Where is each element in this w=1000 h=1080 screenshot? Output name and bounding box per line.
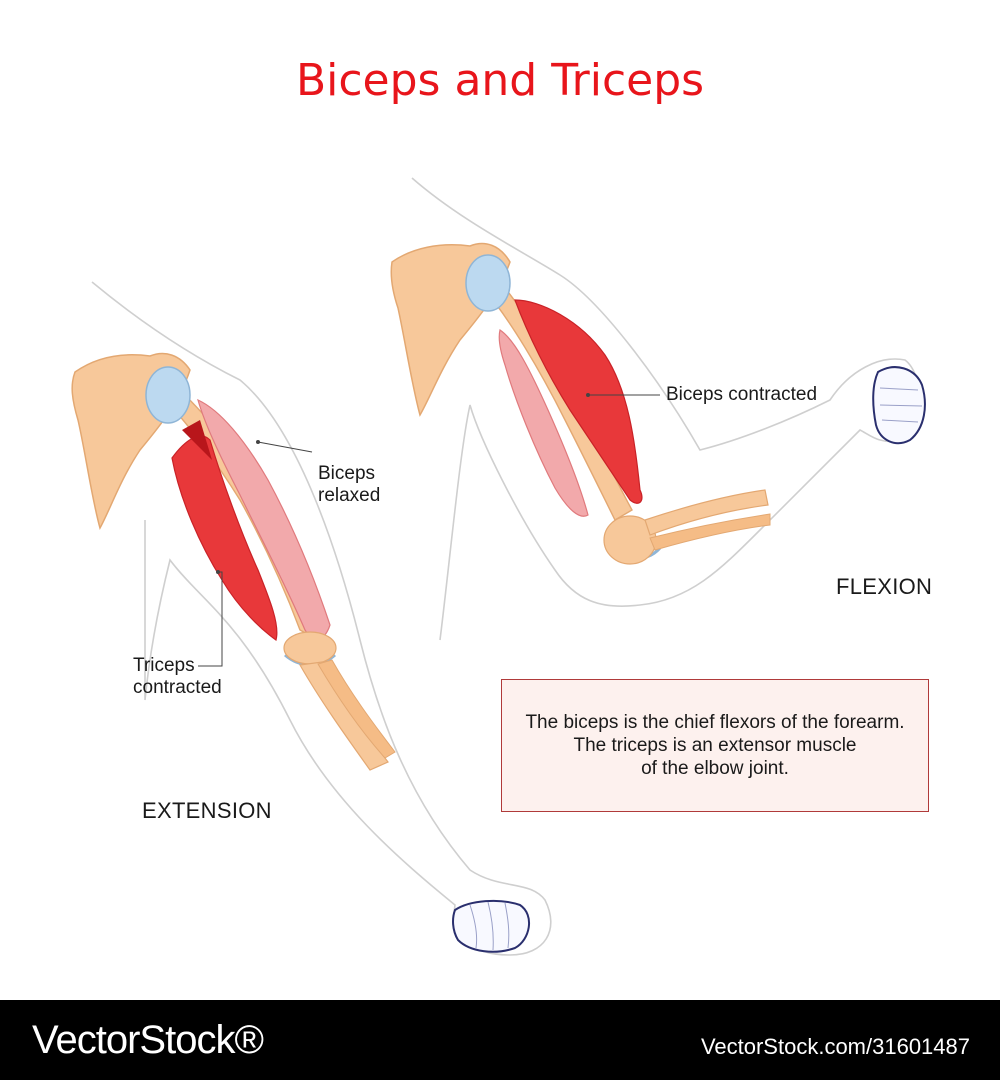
biceps-relaxed-line1: Biceps	[318, 463, 376, 484]
flexion-humeral-head	[465, 254, 511, 312]
biceps-contracted-label: Biceps contracted	[666, 384, 818, 405]
explanation-box: The biceps is the chief flexors of the f…	[501, 679, 929, 812]
extension-label: EXTENSION	[142, 798, 272, 823]
flexion-arm-outline	[411, 177, 921, 641]
flexion-arm	[390, 177, 926, 641]
brand-logo: VectorStock®	[32, 1018, 264, 1062]
triceps-contracted-line2: contracted	[133, 677, 222, 698]
note-line-3: of the elbow joint.	[641, 758, 789, 779]
arm-illustrations	[71, 177, 926, 956]
note-line-2: The triceps is an extensor muscle	[573, 735, 857, 756]
extension-arm	[71, 281, 552, 956]
flexion-triceps	[498, 329, 589, 517]
triceps-contracted-line1: Triceps	[133, 655, 195, 676]
diagram-title: Biceps and Triceps	[295, 55, 705, 106]
biceps-relaxed-label: Biceps relaxed	[318, 463, 380, 507]
extension-humeral-head	[145, 366, 191, 424]
extension-triceps	[171, 435, 278, 641]
watermark-footer: VectorStock® VectorStock.com/31601487	[0, 1000, 1000, 1080]
stock-id: VectorStock.com/31601487	[700, 1034, 970, 1059]
note-line-1: The biceps is the chief flexors of the f…	[525, 712, 905, 733]
flexion-label: FLEXION	[836, 574, 933, 599]
extension-arm-outline	[91, 281, 552, 956]
triceps-contracted-label: Triceps contracted	[133, 655, 222, 699]
flexion-biceps	[514, 299, 643, 504]
extension-fist	[452, 899, 530, 953]
biceps-relaxed-line2: relaxed	[318, 485, 381, 506]
